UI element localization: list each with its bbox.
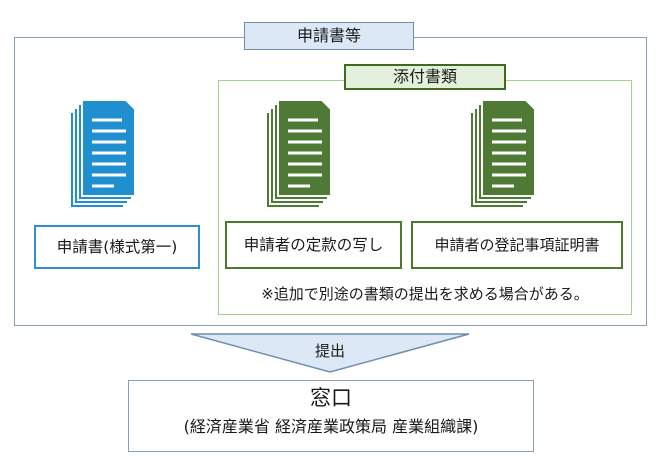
counter-title: 窓口 — [310, 386, 352, 410]
attachment-label-registry: 申請者の登記事項証明書 — [411, 221, 623, 269]
document-stack-icon — [69, 99, 136, 209]
application-title: 申請書等 — [244, 22, 414, 50]
submit-label: 提出 — [314, 342, 345, 360]
attachments-title: 添付書類 — [344, 64, 506, 90]
submit-arrow-icon — [190, 333, 470, 373]
attachment-label-articles: 申請者の定款の写し — [225, 221, 402, 269]
main-document-label: 申請書(様式第一) — [34, 225, 200, 269]
counter-subtitle: (経済産業省 経済産業政策局 産業組織課) — [183, 417, 479, 436]
counter-box — [128, 380, 534, 452]
attachments-note: ※追加で別途の書類の提出を求める場合がある。 — [261, 285, 589, 303]
document-stack-icon — [469, 99, 536, 209]
document-stack-icon — [265, 99, 332, 209]
